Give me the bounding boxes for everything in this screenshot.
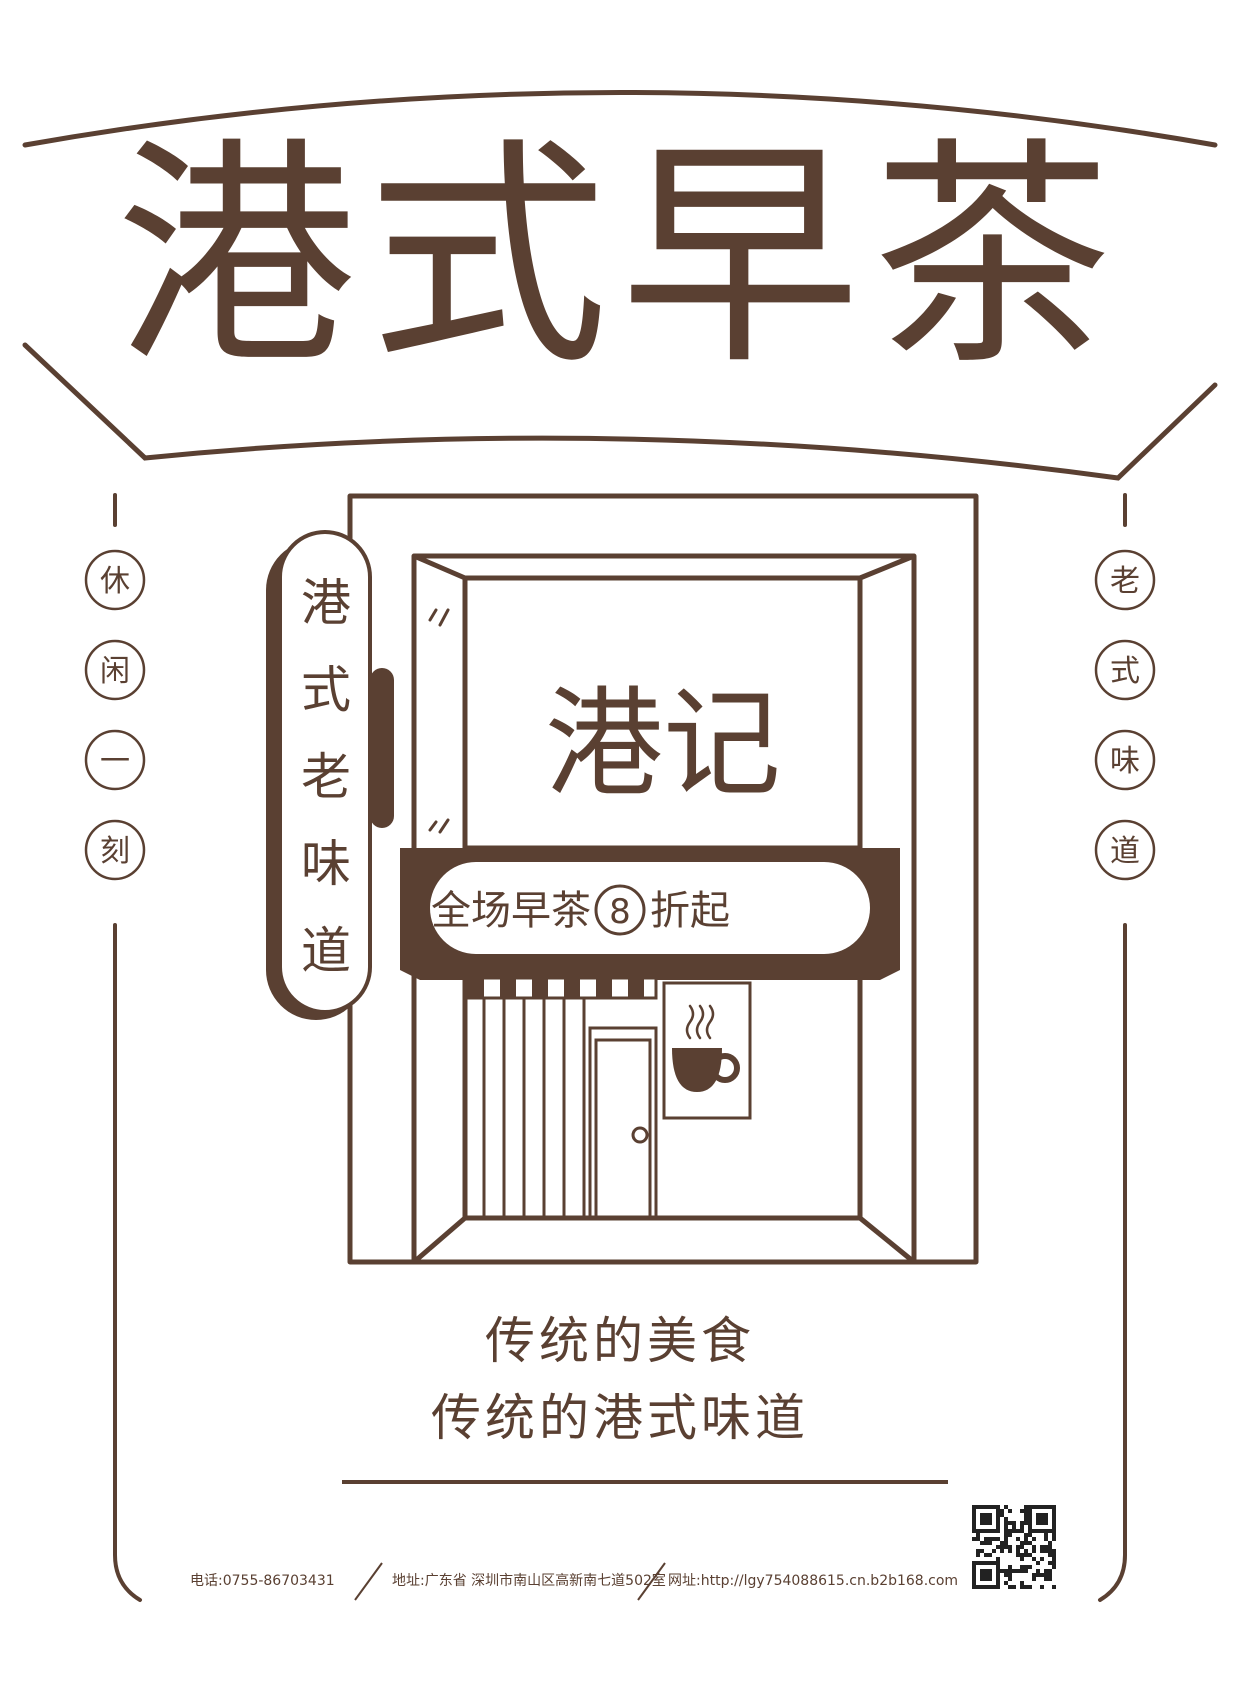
door xyxy=(588,1026,658,1220)
footer-address: 地址:广东省 深圳市南山区高新南七道502室 xyxy=(392,1572,666,1589)
sign-char: 港 xyxy=(301,574,351,632)
promo-text: 全场早茶 8 折起 xyxy=(431,884,730,936)
promo-after: 折起 xyxy=(650,888,730,934)
side-right-char: 式 xyxy=(1110,654,1140,689)
sign-char: 式 xyxy=(301,661,351,719)
shop-sign-board xyxy=(462,575,863,851)
footer-website[interactable]: 网址:http://lgy754088615.cn.b2b168.com xyxy=(668,1573,958,1589)
steam-icon xyxy=(685,1004,715,1040)
side-right-char: 道 xyxy=(1110,834,1140,869)
slogan-line2: 传统的港式味道 xyxy=(431,1389,809,1447)
shop-front: 港记 全场早茶 8 折起 xyxy=(266,493,979,1265)
right-long-line xyxy=(1098,923,1127,1602)
side-right-char: 味 xyxy=(1110,744,1140,779)
footer-phone: 电话:0755-86703431 xyxy=(190,1573,335,1589)
footer-separator xyxy=(354,1562,383,1601)
side-left-char: 一 xyxy=(100,744,130,779)
sign-char: 老 xyxy=(301,748,351,806)
sign-char: 味 xyxy=(301,835,351,893)
footer-separator xyxy=(637,1562,666,1601)
banner-frame xyxy=(22,90,1218,481)
coffee-cup-icon xyxy=(672,1048,740,1092)
shutters xyxy=(482,998,586,1218)
side-left-char: 刻 xyxy=(100,834,130,869)
awning-fringe xyxy=(466,976,658,1000)
side-lines xyxy=(113,493,1127,1602)
side-left-char: 闲 xyxy=(100,654,130,689)
slogan-line1: 传统的美食 xyxy=(485,1312,755,1370)
qr-code xyxy=(968,1501,1060,1593)
promo-number-circle xyxy=(594,884,646,936)
hanging-sign: 港 式 老 味 道 xyxy=(266,530,394,1020)
side-left-char: 休 xyxy=(100,564,130,599)
banner-bottom-curve xyxy=(22,342,1218,481)
shop-name: 港记 xyxy=(545,675,781,813)
side-right-char: 老 xyxy=(1110,564,1140,599)
side-right-circles: 老 式 味 道 xyxy=(1094,549,1156,881)
footer: 电话:0755-86703431 地址:广东省 深圳市南山区高新南七道502室 … xyxy=(190,1562,958,1601)
promo-before: 全场早茶 xyxy=(431,888,591,934)
banner-top-arc xyxy=(22,90,1218,148)
promo-number: 8 xyxy=(609,892,631,932)
left-long-line xyxy=(113,923,142,1602)
page-title: 港式早茶 xyxy=(116,117,1124,397)
side-left-circles: 休 闲 一 刻 xyxy=(84,549,146,881)
sign-char: 道 xyxy=(301,922,351,980)
cup-poster xyxy=(662,981,752,1120)
promo-pill xyxy=(430,862,870,954)
reflection-marks xyxy=(428,608,450,834)
